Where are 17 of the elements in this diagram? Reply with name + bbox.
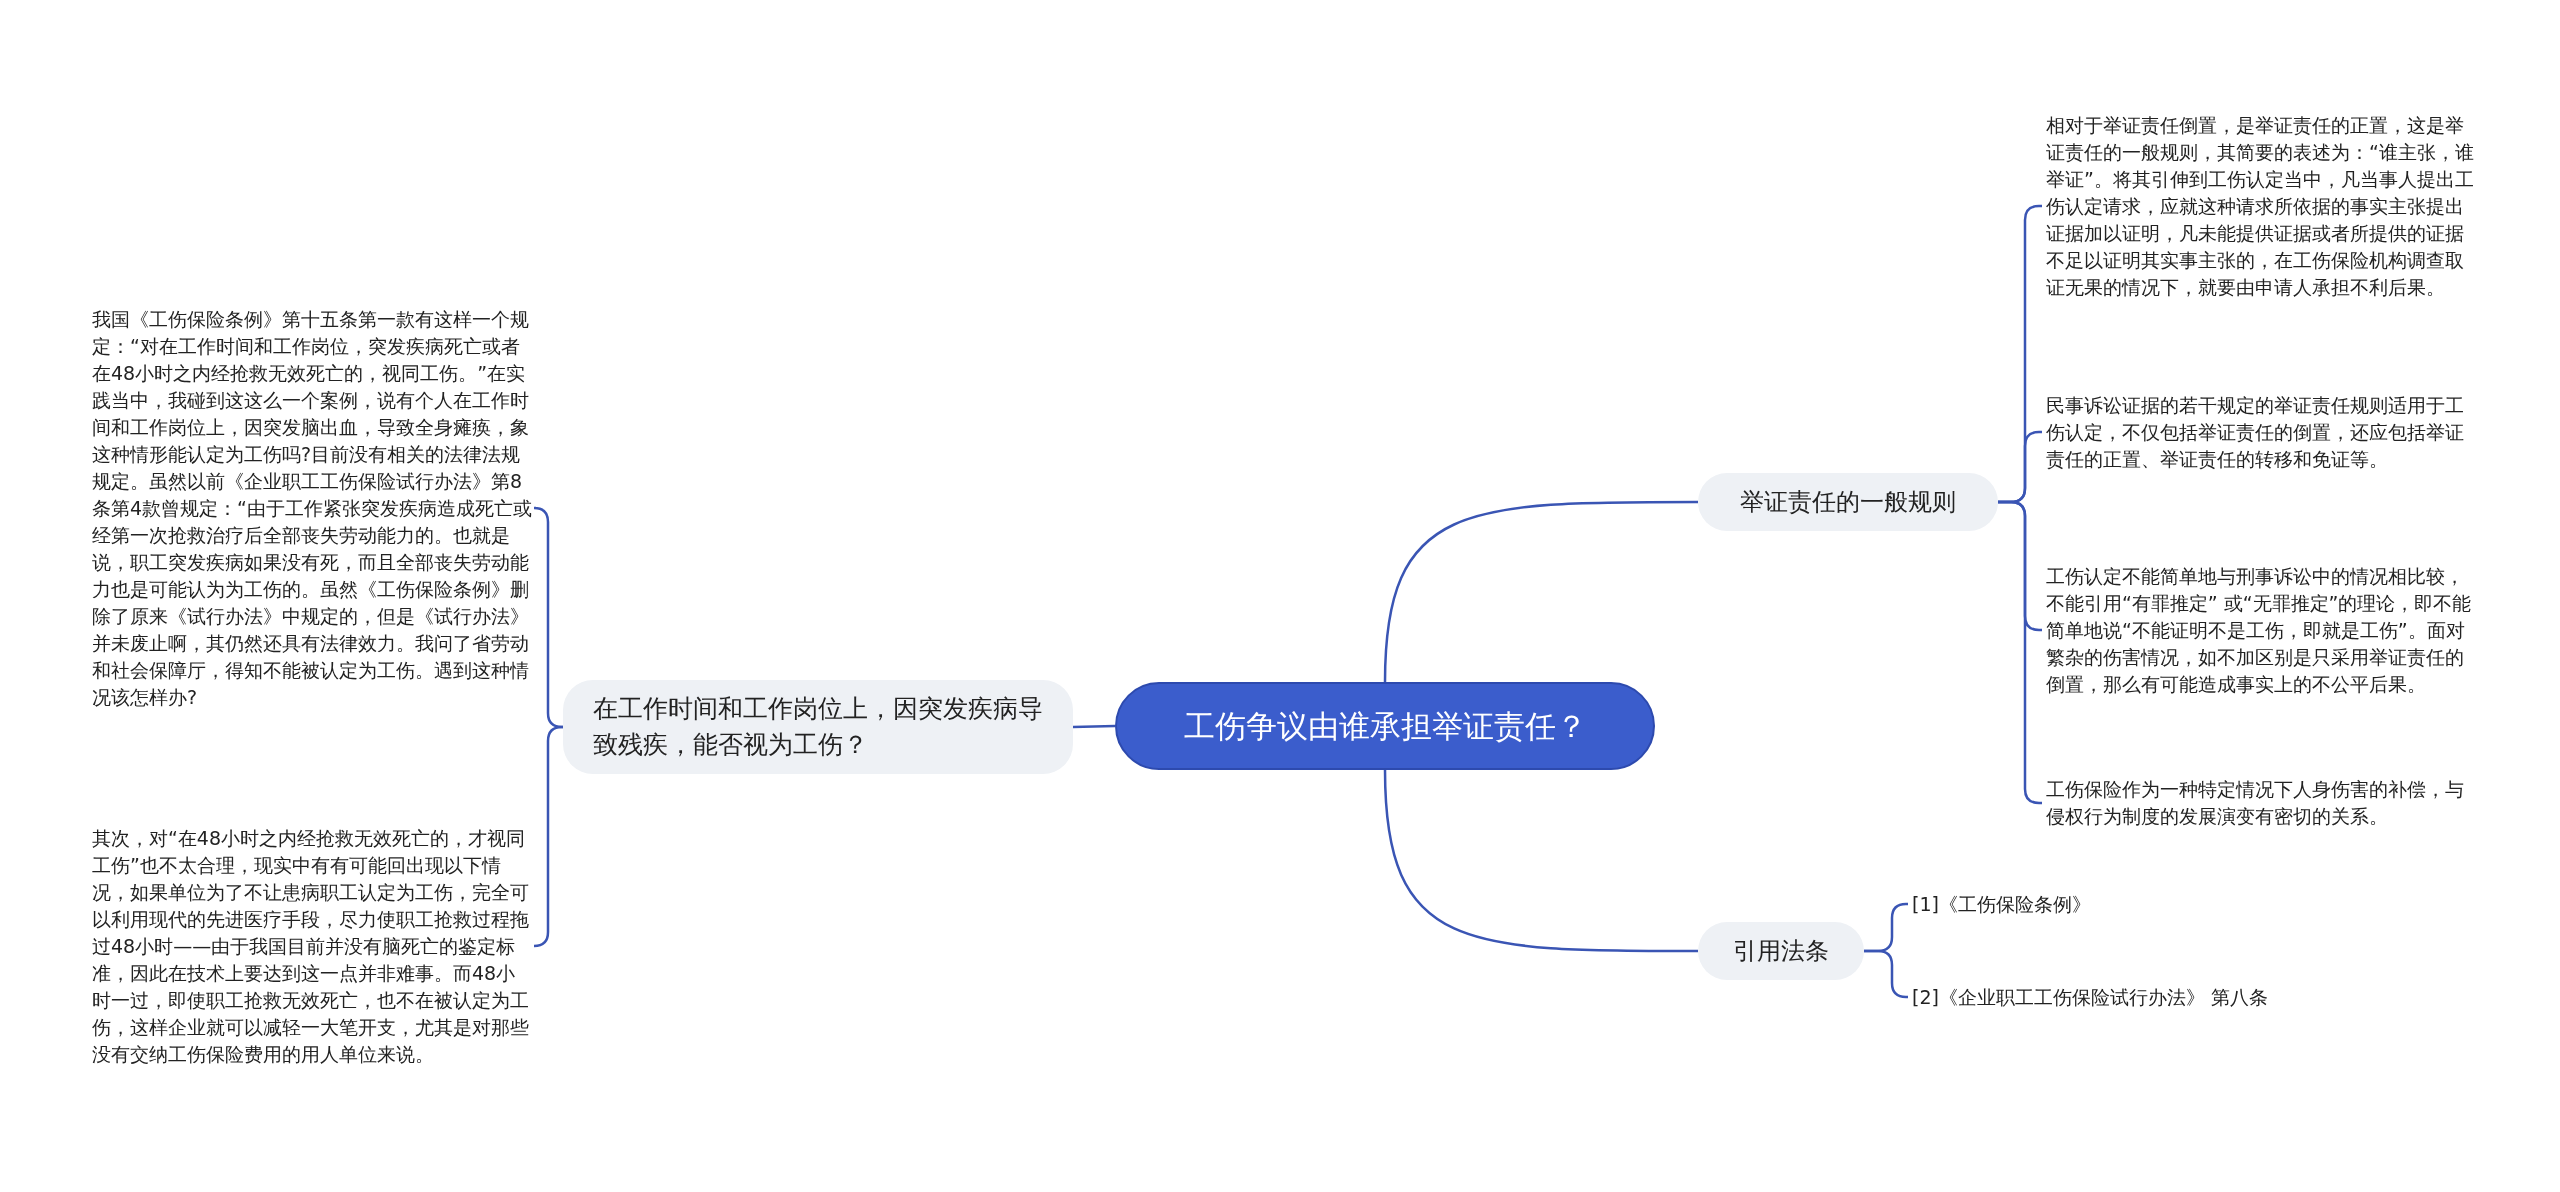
connector-line — [1383, 769, 1698, 953]
note-text: [2]《企业职工工伤保险试行办法》 第八条 — [1912, 983, 2392, 1011]
note-text: 我国《工伤保险条例》第十五条第一款有这样一个规定：“对在工作时间和工作岗位，突发疾病死亡或者在48小时之内经抢救无效死亡的，视同工伤。”在实践当中，我碰到这这么一个案例，说有个人在工作时间和工作岗位上，因突发脑出血，导致全身瘫痪，象这种情形能认定为工伤吗?目前没有相关的法律法规规定。虽然以前《企业职工工伤保险试行办法》第8条第4款曾规定：“由于工作紧张突发疾病造成死亡或经第一次抢救治疗后全部丧失劳动能力的。也就是说，职工突发疾病如果没有死，而且全部丧失劳动能力也是可能认为为工伤的。虽然《工伤保险条例》删除了原来《试行办法》中规定的，但是《试行办法》并未废止啊，其仍然还具有法律效力。我问了省劳动和社会保障厅，得知不能被认定为工伤。遇到这种情况该怎样办? — [92, 305, 532, 711]
connector-line — [1383, 500, 1698, 683]
note-text: 民事诉讼证据的若干规定的举证责任规则适用于工伤认定，不仅包括举证责任的倒置，还应包括举证责任的正置、举证责任的转移和免证等。 — [2046, 391, 2478, 473]
connector-line — [532, 725, 564, 948]
connector-line — [1072, 724, 1116, 729]
central-topic: 工伤争议由谁承担举证责任？ — [1115, 682, 1655, 770]
connector-line — [1864, 949, 1908, 999]
topic-box: 举证责任的一般规则 — [1698, 473, 1998, 531]
topic-box: 引用法条 — [1698, 922, 1864, 980]
topic-box: 在工作时间和工作岗位上，因突发疾病导致残疾，能否视为工伤？ — [563, 680, 1073, 774]
note-text: [1]《工伤保险条例》 — [1912, 890, 2332, 918]
note-text: 相对于举证责任倒置，是举证责任的正置，这是举证责任的一般规则，其简要的表述为：“谁主张，谁举证”。将其引伸到工伤认定当中，凡当事人提出工伤认定请求，应就这种请求所依据的事实主张提出证据加以证明，凡未能提供证据或者所提供的证据不足以证明其实事主张的，在工伤保险机构调查取证无果的情况下，就要由申请人承担不利后果。 — [2046, 111, 2478, 301]
note-text: 工伤认定不能简单地与刑事诉讼中的情况相比较，不能引用“有罪推定” 或“无罪推定”的理论，即不能简单地说“不能证明不是工伤，即就是工伤”。面对繁杂的伤害情况，如不加区别是只采用举证责任的倒置，那么有可能造成事实上的不公平后果。 — [2046, 562, 2478, 698]
note-text: 其次，对“在48小时之内经抢救无效死亡的，才视同工伤”也不太合理，现实中有有可能回出现以下情况，如果单位为了不让患病职工认定为工伤，完全可以利用现代的先进医疗手段，尽力使职工抢救过程拖过48小时——由于我国目前并没有脑死亡的鉴定标准，因此在技术上要达到这一点并非难事。而48小时一过，即使职工抢救无效死亡，也不在被认定为工伤，这样企业就可以减轻一大笔开支，尤其是对那些没有交纳工伤保险费用的用人单位来说。 — [92, 824, 532, 1068]
note-text: 工伤保险作为一种特定情况下人身伤害的补偿，与侵权行为制度的发展演变有密切的关系。 — [2046, 776, 2478, 830]
